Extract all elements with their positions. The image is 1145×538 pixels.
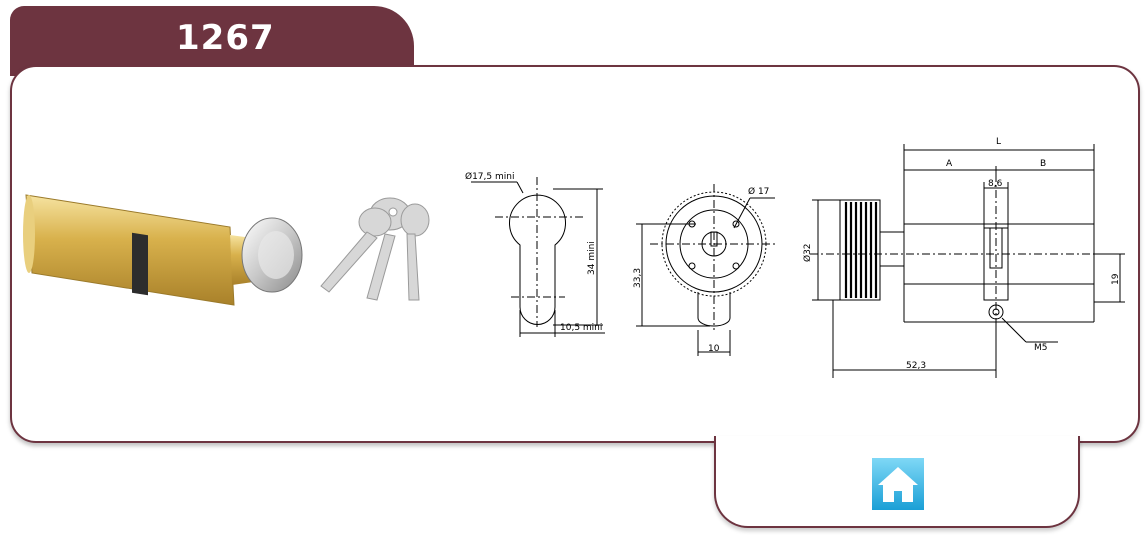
side-len-label: 52,3 bbox=[906, 361, 926, 371]
home-icon bbox=[872, 458, 924, 510]
side-view-drawing: L A B 8,6 Ø32 19 M5 52,3 bbox=[802, 137, 1125, 378]
keys-photo bbox=[320, 197, 430, 301]
side-L-label: L bbox=[996, 137, 1001, 147]
knob-dia-label: Ø 17 bbox=[748, 186, 769, 197]
side-dia32-label: Ø32 bbox=[802, 243, 813, 262]
side-screw-label: M5 bbox=[1034, 343, 1048, 353]
side-A-label: A bbox=[946, 159, 953, 169]
front-width-label: 10,5 mini bbox=[560, 323, 602, 333]
front-height-label: 34 mini bbox=[587, 241, 597, 275]
cylinder-photo bbox=[23, 194, 303, 306]
side-cam-label: 8,6 bbox=[988, 179, 1003, 189]
page-title: 1267 bbox=[176, 18, 275, 58]
knob-width-label: 10 bbox=[708, 344, 720, 354]
side-h19-label: 19 bbox=[1111, 273, 1121, 285]
side-B-label: B bbox=[1040, 159, 1046, 169]
knob-height-label: 33,3 bbox=[633, 268, 643, 288]
title-tab: 1267 bbox=[10, 6, 414, 76]
home-button[interactable] bbox=[872, 458, 924, 510]
front-view-drawing: Ø17,5 mini 34 mini 10,5 mini bbox=[465, 171, 605, 337]
front-dia-label: Ø17,5 mini bbox=[465, 171, 514, 182]
knob-view-drawing: Ø 17 33,3 10 bbox=[633, 184, 778, 356]
